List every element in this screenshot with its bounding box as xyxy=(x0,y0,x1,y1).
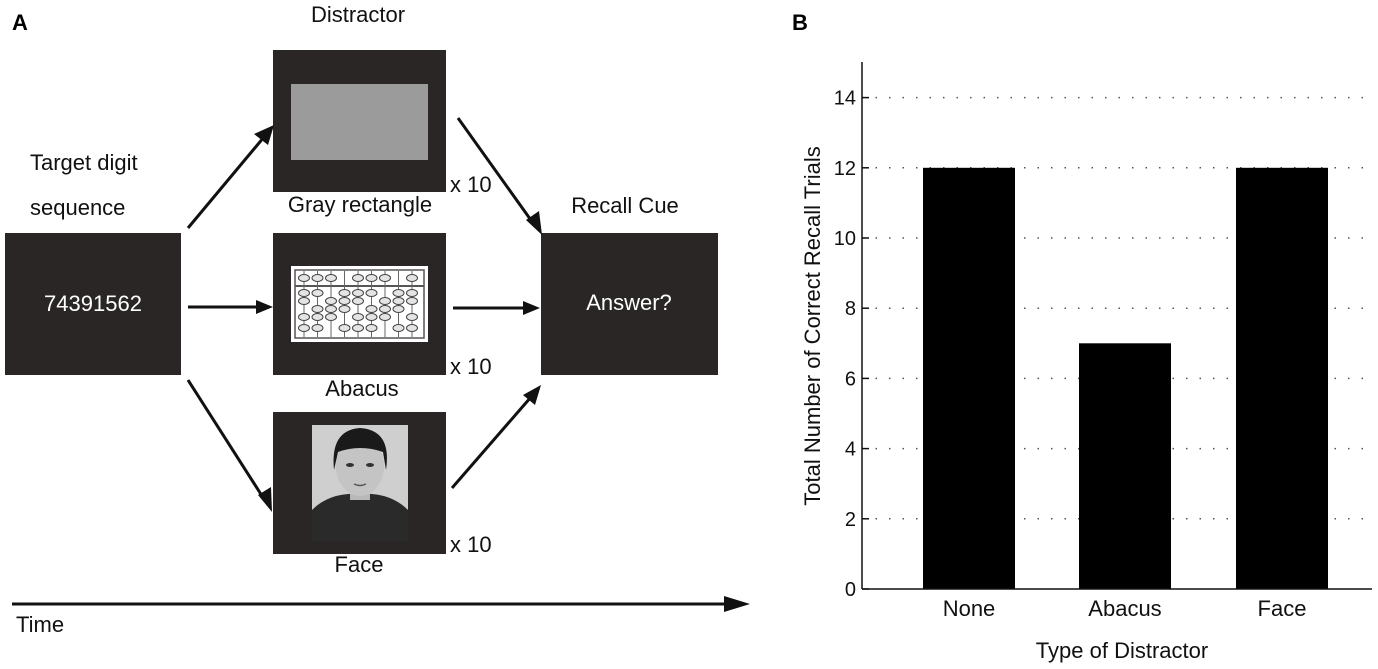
abacus-bead xyxy=(311,274,324,282)
abacus-bead xyxy=(406,297,418,305)
abacus-bead xyxy=(338,324,351,332)
distractor-label: Abacus xyxy=(325,376,398,401)
abacus-bead xyxy=(311,305,324,313)
flow-arrows xyxy=(186,117,542,512)
abacus-bead xyxy=(379,274,391,282)
abacus-bead xyxy=(406,313,418,321)
y-tick-labels: 0 2 4 6 8 10 12 14 xyxy=(834,88,869,601)
panel-b-label: B xyxy=(792,10,808,35)
target-box xyxy=(5,233,181,375)
abacus-bead xyxy=(311,289,324,297)
distractor-label: Gray rectangle xyxy=(288,192,432,217)
abacus-bead xyxy=(352,297,364,305)
abacus-bead xyxy=(311,324,324,332)
abacus-bead xyxy=(392,324,405,332)
distractor-heading: Distractor xyxy=(311,2,405,27)
abacus-bead xyxy=(298,289,310,297)
y-tick-label: 2 xyxy=(845,509,856,531)
panel-a-label: A xyxy=(12,10,28,35)
abacus-bead xyxy=(325,313,337,321)
abacus-bead xyxy=(338,305,351,313)
x-tick-labels: None Abacus Face xyxy=(943,596,1307,621)
abacus-bead xyxy=(365,324,378,332)
chart-bars xyxy=(923,167,1328,590)
abacus-bead xyxy=(325,297,337,305)
x-tick-label: Abacus xyxy=(1088,596,1161,621)
panel-b: B 0 2 4 6 8 10 12 14 None Abacus Face Type of Dis… xyxy=(792,10,1372,663)
abacus-bead xyxy=(406,274,418,282)
bar-none xyxy=(923,167,1015,590)
distractor-abacus: x 10 Abacus xyxy=(273,233,492,401)
abacus-image xyxy=(291,266,428,342)
abacus-bead xyxy=(379,313,391,321)
y-tick-label: 4 xyxy=(845,439,856,461)
abacus-bead xyxy=(379,305,391,313)
arrowhead xyxy=(256,300,273,314)
arrow xyxy=(186,379,266,500)
recall-text: Answer? xyxy=(586,290,672,315)
repeat-label: x 10 xyxy=(450,172,492,197)
face-image xyxy=(312,425,408,541)
y-axis-title: Total Number of Correct Recall Trials xyxy=(800,146,825,505)
y-tick-label: 12 xyxy=(834,158,856,180)
target-caption-line1: Target digit xyxy=(30,150,138,175)
abacus-bead xyxy=(325,274,337,282)
abacus-bead xyxy=(325,305,337,313)
abacus-bead xyxy=(406,289,418,297)
arrowhead xyxy=(258,487,272,512)
abacus-bead xyxy=(365,274,378,282)
arrow xyxy=(450,396,533,489)
abacus-bead xyxy=(298,313,310,321)
abacus-bead xyxy=(352,289,364,297)
abacus-bead xyxy=(338,289,351,297)
y-tick-label: 10 xyxy=(834,228,856,250)
abacus-bead xyxy=(392,289,405,297)
bar-abacus xyxy=(1079,343,1171,589)
arrowhead xyxy=(523,385,541,405)
abacus-bead xyxy=(352,324,364,332)
abacus-bead xyxy=(298,297,310,305)
abacus-bead xyxy=(406,324,418,332)
abacus-bead xyxy=(352,313,364,321)
x-axis-title: Type of Distractor xyxy=(1036,638,1208,663)
y-tick-label: 14 xyxy=(834,88,856,110)
panel-a: A Target digit sequence 74391562 Distrac… xyxy=(5,2,750,637)
x-tick-label: Face xyxy=(1258,596,1307,621)
time-label: Time xyxy=(16,612,64,637)
distractor-gray-rectangle: x 10 Gray rectangle xyxy=(273,50,492,217)
abacus-bead xyxy=(365,305,378,313)
target-digits: 74391562 xyxy=(44,291,142,316)
time-axis-arrowhead xyxy=(724,596,750,612)
abacus-bead xyxy=(298,274,310,282)
abacus-bead xyxy=(365,289,378,297)
abacus-bead xyxy=(365,313,378,321)
abacus-bead xyxy=(392,297,405,305)
distractor-face: x 10 Face xyxy=(273,412,492,577)
recall-box xyxy=(541,233,718,375)
repeat-label: x 10 xyxy=(450,354,492,379)
y-tick-label: 8 xyxy=(845,298,856,320)
abacus-bead xyxy=(392,305,405,313)
gray-rectangle-image xyxy=(291,84,428,160)
repeat-label: x 10 xyxy=(450,532,492,557)
abacus-bead xyxy=(379,297,391,305)
bar-face xyxy=(1236,167,1328,590)
abacus-bead xyxy=(298,324,310,332)
abacus-bead xyxy=(311,313,324,321)
arrowhead xyxy=(254,125,274,145)
target-caption-line2: sequence xyxy=(30,195,125,220)
x-tick-label: None xyxy=(943,596,996,621)
recall-caption: Recall Cue xyxy=(571,193,679,218)
abacus-bead xyxy=(352,274,364,282)
arrowhead xyxy=(526,211,542,235)
abacus-bead xyxy=(338,297,351,305)
distractor-label: Face xyxy=(335,552,384,577)
arrowhead xyxy=(523,301,540,315)
y-tick-label: 6 xyxy=(845,368,856,390)
y-tick-label: 0 xyxy=(845,579,856,601)
arrow xyxy=(186,136,266,229)
arrow xyxy=(456,117,535,224)
